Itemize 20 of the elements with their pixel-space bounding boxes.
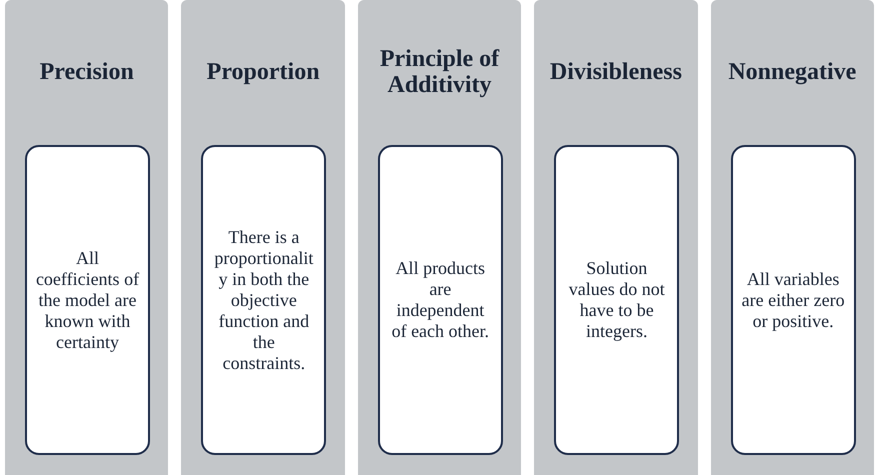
column-heading: Precision [40, 59, 134, 85]
description-text: All products are independent of each other. [390, 258, 490, 342]
column-heading: Divisibleness [550, 59, 682, 85]
column-panel [710, 0, 874, 475]
column-panel [358, 0, 522, 475]
column-heading: Nonnegative [728, 59, 856, 85]
description-card [25, 145, 150, 455]
description-card [730, 145, 856, 455]
description-card [554, 145, 680, 455]
description-text: Solution values do not have to be integers. [568, 258, 666, 342]
column-panel [534, 0, 698, 475]
column-panel [5, 0, 168, 475]
column-heading: Proportion [206, 59, 320, 85]
description-text: All coefficients of the model are known with certainty [35, 248, 140, 352]
column-panel [181, 0, 345, 475]
description-text: There is a proportionality in both the objective function and the constraints. [213, 226, 314, 374]
description-card [378, 145, 503, 455]
description-card [201, 145, 326, 455]
column-heading: Principle of Additivity [378, 46, 500, 98]
description-text: All variables are either zero or positive. [740, 268, 846, 332]
